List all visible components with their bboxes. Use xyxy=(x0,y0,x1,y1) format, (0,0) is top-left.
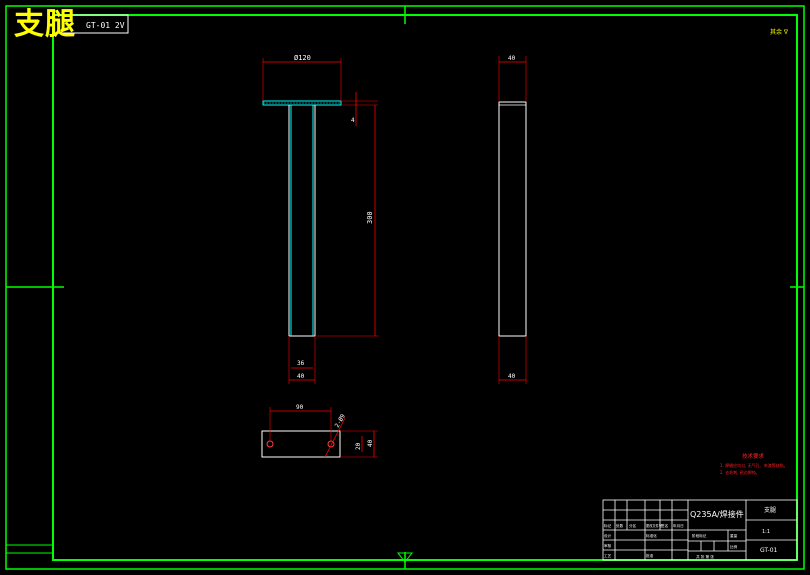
tb-stage: 阶段标记 xyxy=(692,533,707,538)
tb-scale: 1:1 xyxy=(762,529,770,535)
tb-sheet: 共 张 第 张 xyxy=(696,554,714,559)
plate-dim-hole: 2-Ø9 xyxy=(334,413,347,429)
title-block-text: Q235A/焊接件 支腿 GT-01 1:1 标记 处数 分区 更改文件号 签名… xyxy=(604,506,778,559)
side-outline xyxy=(498,101,527,337)
tb-check: 审核 xyxy=(604,543,612,548)
plate-outline xyxy=(261,430,341,458)
plate-dim-h2: 40 xyxy=(367,439,374,447)
top-right-note: 其余 ∇ xyxy=(770,28,789,36)
tech-notes-line1: 1. 焊缝应均匀, 无气孔、夹渣等缺陷。 xyxy=(720,462,788,468)
bottom-view: 90 2-Ø9 20 40 xyxy=(261,404,378,458)
tb-material: Q235A/焊接件 xyxy=(690,509,744,519)
tb-drawing-no: GT-01 xyxy=(760,547,778,554)
tech-notes-line2: 2. 去毛刺, 锐边倒钝。 xyxy=(720,469,760,475)
tb-weight: 重量 xyxy=(730,533,738,538)
drawing-title: 支腿 xyxy=(14,7,76,42)
dim-top-width: Ø120 xyxy=(294,54,311,62)
side-dim-top: 40 xyxy=(508,55,516,62)
front-view: Ø120 4 300 36 40 xyxy=(262,54,379,384)
tb-part-name: 支腿 xyxy=(764,506,776,514)
title-block xyxy=(602,499,798,561)
outer-frame xyxy=(5,5,805,570)
tag-box xyxy=(52,14,129,34)
tb-label-mark: 标记 xyxy=(604,523,612,528)
dim-thickness: 4 xyxy=(351,117,355,124)
hole-leader xyxy=(324,417,346,458)
center-arrow xyxy=(396,552,414,563)
side-view: 40 40 xyxy=(498,55,527,384)
dim-height: 300 xyxy=(366,211,374,224)
tb-label-count: 处数 xyxy=(616,523,624,528)
dim-inner: 36 xyxy=(297,360,305,367)
hole-left xyxy=(266,440,274,448)
tb-label-sign: 签名 xyxy=(661,523,669,528)
tb-label-date: 年月日 xyxy=(673,523,684,528)
plate-dim-width: 90 xyxy=(296,404,304,411)
plate-dim-h1: 20 xyxy=(355,442,362,450)
tech-notes-heading: 技术要求 xyxy=(742,452,765,460)
side-dim-bottom: 40 xyxy=(508,373,516,380)
tb-label-zone: 分区 xyxy=(629,523,637,528)
tb-design: 设计 xyxy=(604,533,612,538)
tb-standard: 标准化 xyxy=(646,533,657,538)
inner-frame xyxy=(52,14,798,561)
tb-approve: 批准 xyxy=(646,553,654,558)
tb-ratio: 比例 xyxy=(730,544,738,549)
top-left-tag: GT-01 2V xyxy=(86,21,125,30)
tech-notes: 技术要求 1. 焊缝应均匀, 无气孔、夹渣等缺陷。 2. 去毛刺, 锐边倒钝。 xyxy=(720,452,788,475)
dim-outer: 40 xyxy=(297,373,305,380)
tb-process: 工艺 xyxy=(604,553,612,558)
tb-label-change: 更改文件号 xyxy=(646,523,662,528)
